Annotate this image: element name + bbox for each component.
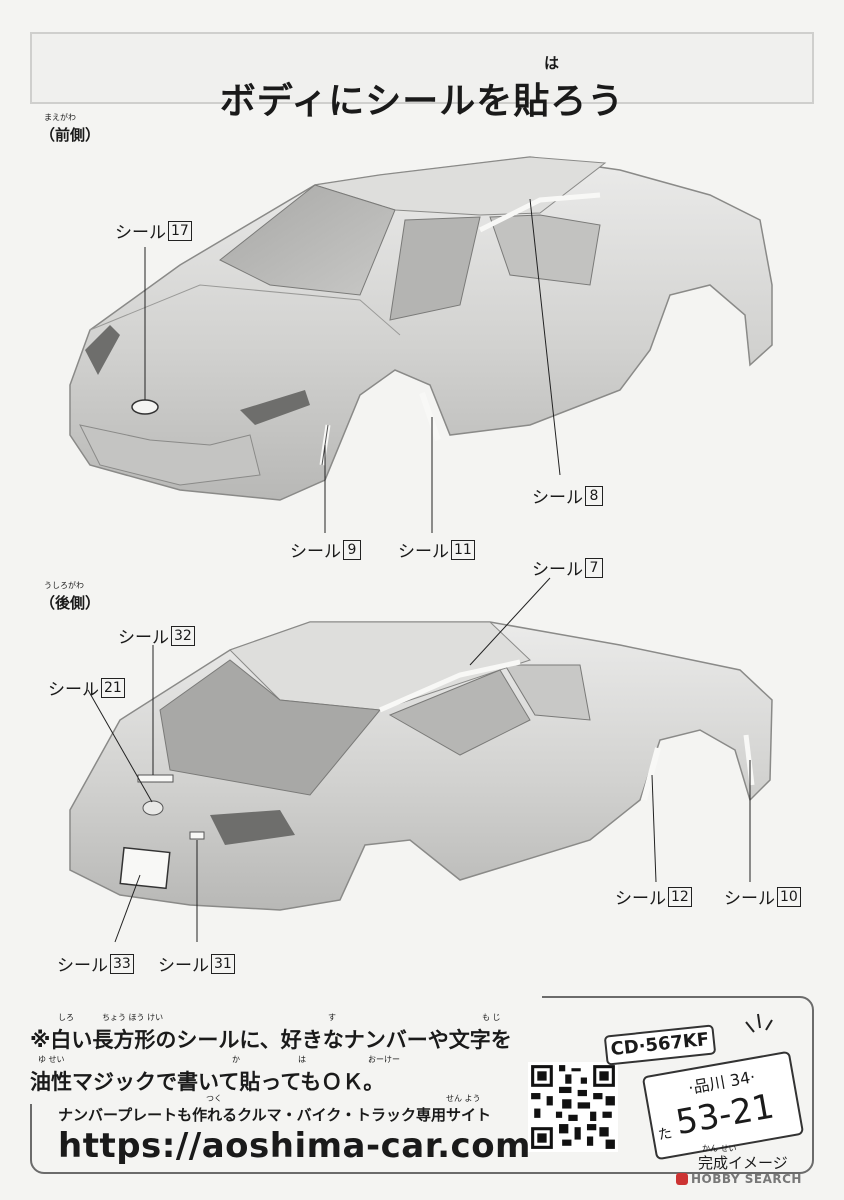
front-label: （前側）	[40, 126, 101, 144]
rear-label: （後側）	[40, 594, 101, 612]
front-car-illustration	[69, 156, 773, 533]
preview-ruby: かん せい	[702, 1144, 737, 1153]
front-ruby: まえがわ	[44, 113, 76, 122]
plate-number: 53-21	[672, 1086, 778, 1144]
hobby-search-logo-icon	[676, 1173, 688, 1185]
note-line-1: しろ ちょう ほう けい す も じ ※白い長方形のシールに、好きなナンバーや文…	[30, 1013, 512, 1052]
front-side-label: まえがわ （前側）	[40, 112, 100, 145]
page-title: ボディにシールを貼ろう	[219, 81, 625, 122]
site-description: ナンバープレートも作れるクルマ・バイク・トラック専用サイト	[58, 1106, 492, 1124]
rear-side-label: うしろがわ （後側）	[40, 580, 100, 613]
rear-car-illustration	[69, 577, 773, 943]
note-line-2: ゆ せい か は おーけー 油性マジックで書いて貼ってもＯＫ。	[30, 1055, 400, 1094]
title-banner: は ボディにシールを貼ろう	[30, 32, 814, 122]
sparkle-icon	[745, 1013, 773, 1033]
watermark: HOBBY SEARCH	[676, 1172, 802, 1186]
site-url[interactable]: https://aoshima-car.com	[58, 1126, 531, 1166]
site-ruby-senyou: せん よう	[446, 1094, 481, 1103]
preview-label: 完成イメージ	[698, 1154, 788, 1172]
rear-ruby: うしろがわ	[44, 581, 84, 590]
title-ruby: は	[544, 54, 560, 72]
website-box-notch	[22, 992, 542, 1104]
custom-plate-note: しろ ちょう ほう けい す も じ ※白い長方形のシールに、好きなナンバーや文…	[30, 1012, 530, 1096]
site-ruby-tsuku: つく	[206, 1094, 222, 1103]
qr-code-icon[interactable]	[528, 1062, 618, 1152]
plate-kana: た	[656, 1125, 674, 1144]
